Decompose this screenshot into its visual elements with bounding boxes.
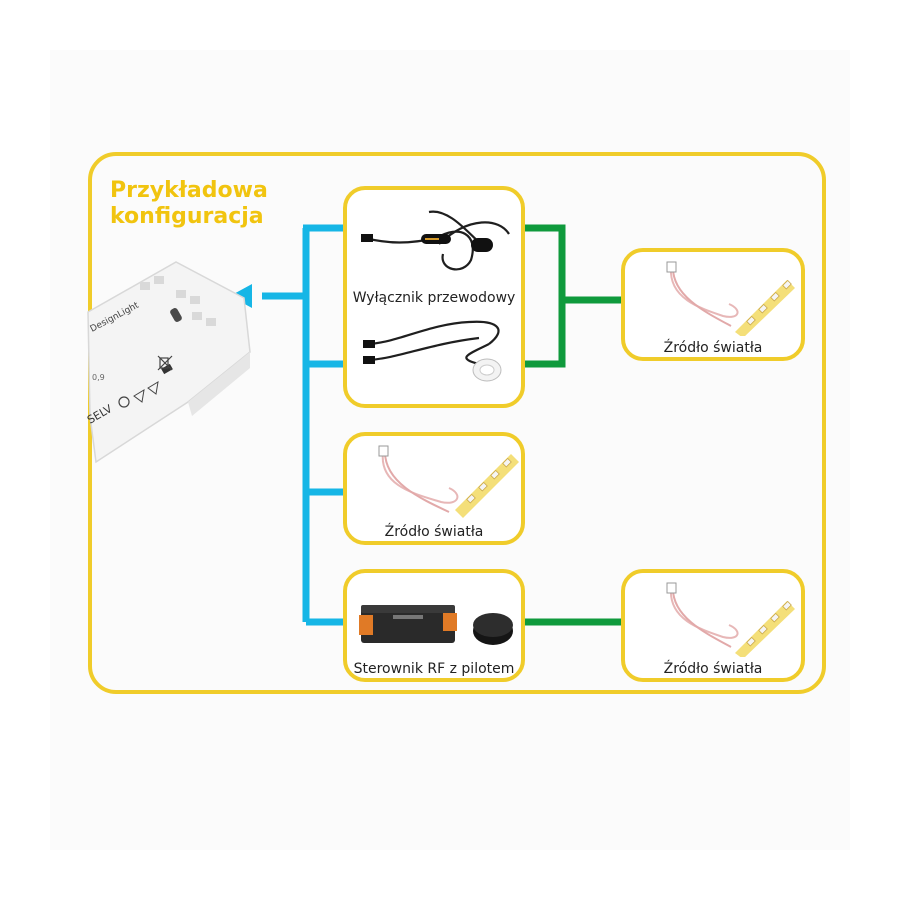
card-label: Wyłącznik przewodowy <box>352 290 516 306</box>
mm-mark-icon <box>147 381 159 395</box>
led-strip-image <box>666 582 795 657</box>
proximity-sensor-cable-image <box>363 320 502 382</box>
device-side-text: 0,9 <box>92 373 105 382</box>
card-light-source-middle: Źródło światła <box>343 432 525 545</box>
card-light-source-top-right: Źródło światła <box>621 248 805 361</box>
weee-bin-icon <box>157 355 173 371</box>
led-driver-device: DesignLight 0,9 SELV <box>85 261 251 464</box>
card-label: Sterownik RF z pilotem <box>353 661 515 677</box>
rf-controller-image <box>359 605 513 645</box>
green-links <box>523 224 622 626</box>
title-line-2: konfiguracja <box>110 204 264 229</box>
page-title: Przykładowa konfiguracja <box>110 178 268 230</box>
card-wired-switch: Wyłącznik przewodowy <box>343 186 525 408</box>
led-strip-image <box>378 445 519 518</box>
f-mark-icon <box>133 389 145 403</box>
certification-icon <box>118 396 130 408</box>
card-light-source-bottom-right: Źródło światła <box>621 569 805 682</box>
blue-bus <box>262 224 344 626</box>
card-label: Źródło światła <box>663 340 763 356</box>
card-rf-controller: Sterownik RF z pilotem <box>343 569 525 682</box>
title-line-1: Przykładowa <box>110 178 268 203</box>
led-strip-image <box>666 261 795 336</box>
configuration-frame <box>88 152 826 694</box>
wired-switch-cable-image <box>361 210 510 271</box>
link-switch-loop <box>523 224 566 368</box>
card-label: Źródło światła <box>384 524 484 540</box>
card-label: Źródło światła <box>663 661 763 677</box>
